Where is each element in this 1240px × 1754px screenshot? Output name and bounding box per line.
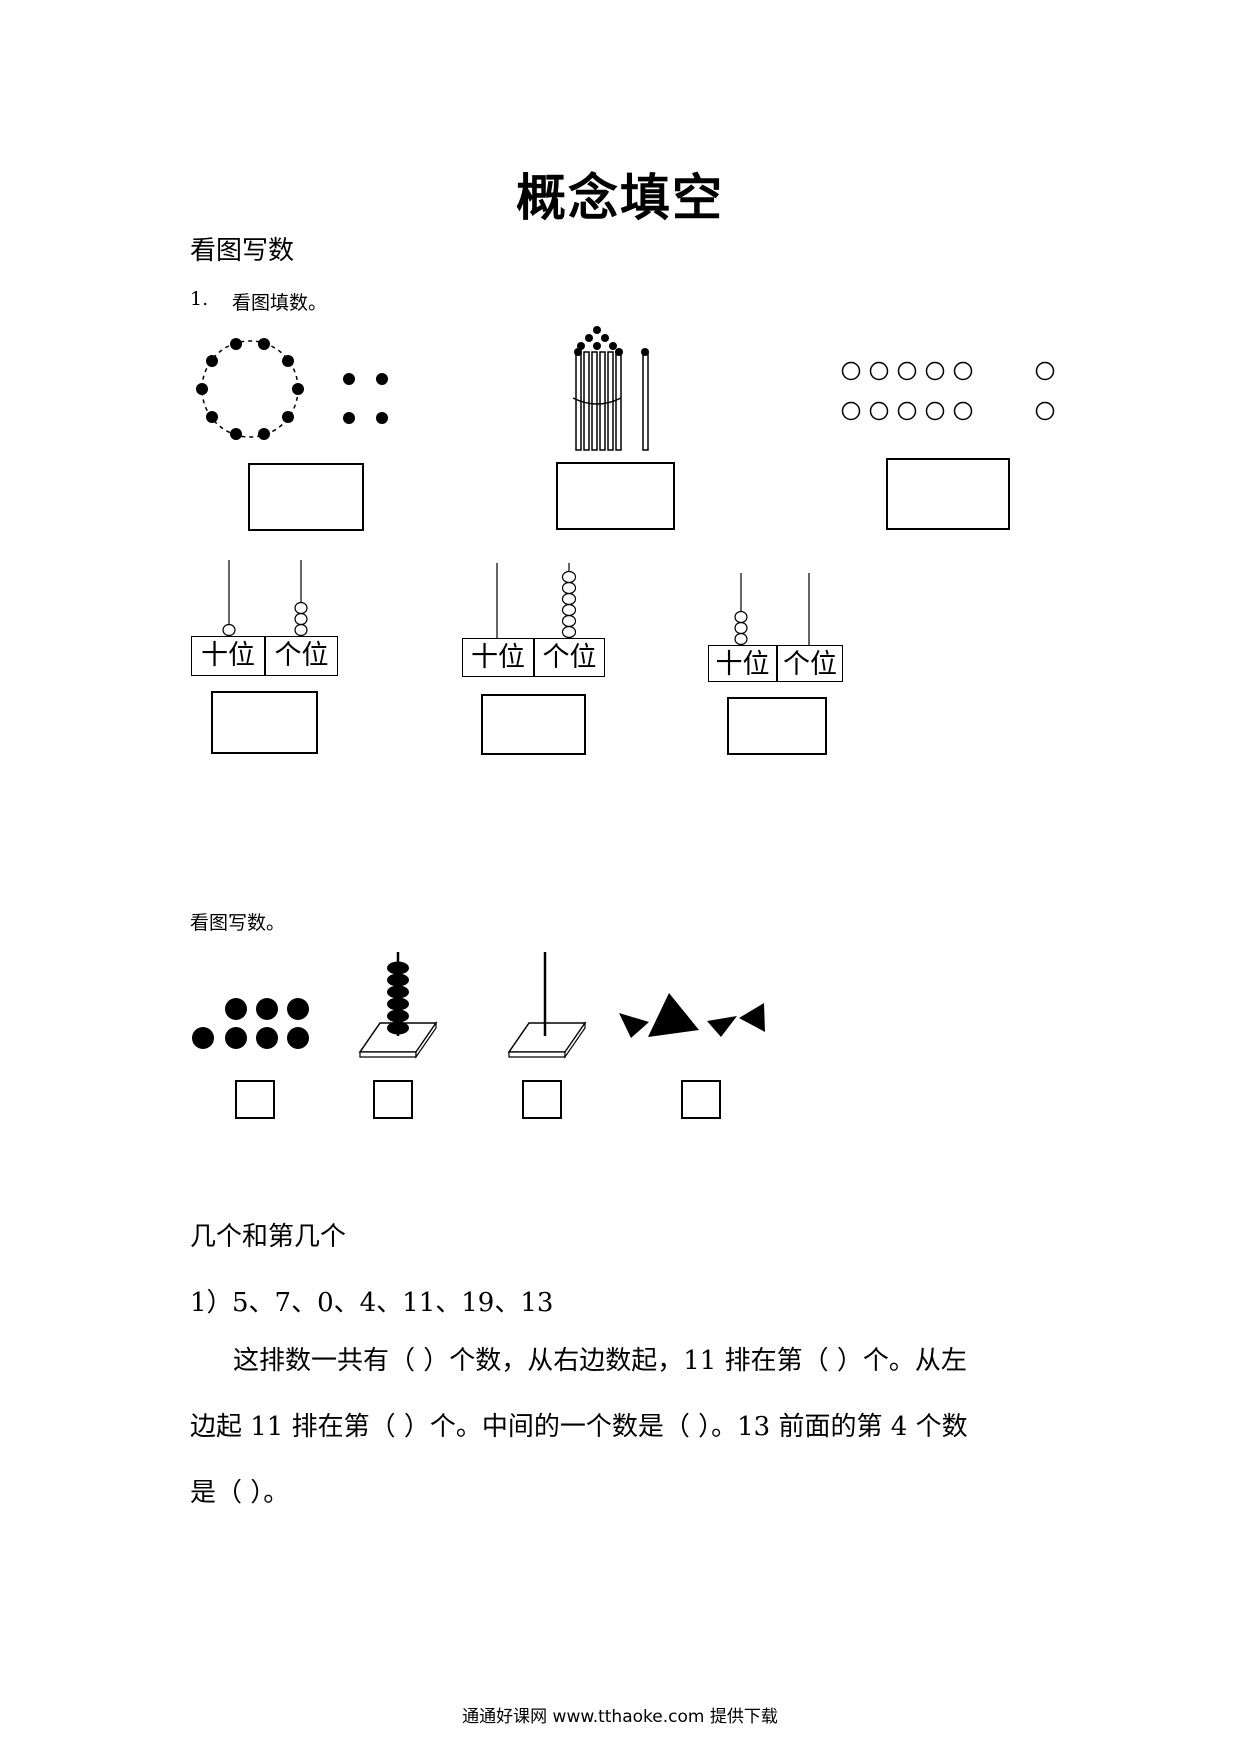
answer-box-abacus-3[interactable] [727, 697, 827, 755]
figure-four-dots [343, 373, 388, 424]
abacus-2-tens-label: 十位 [462, 638, 534, 677]
abacus-2-ones-label: 个位 [534, 638, 605, 677]
answer-box-sticks[interactable] [556, 462, 675, 530]
section-heading-ordinal: 几个和第几个 [190, 1222, 347, 1252]
paragraph-line-2: 边起 11 排在第（ ）个。中间的一个数是（ ）。13 前面的第 4 个数 [190, 1412, 968, 1442]
question-text: 看图填数。 [232, 292, 328, 314]
page-footer: 通通好课网 www.tthaoke.com 提供下载 [462, 1707, 778, 1727]
number-sequence: 5、7、0、4、11、19、13 [232, 1288, 554, 1318]
abacus-stand-with-beads [358, 952, 438, 1059]
figure-stick-heads [574, 326, 649, 356]
figure-triangles [619, 993, 765, 1038]
figure-open-circles [841, 361, 1055, 421]
abacus-3-tens-label: 十位 [708, 645, 777, 682]
question-number: 1. [190, 288, 209, 310]
answer-box-abacus-2[interactable] [481, 694, 586, 755]
page-title: 概念填空 [516, 169, 724, 227]
answer-box-beads[interactable] [373, 1080, 413, 1119]
answer-box-empty-stand[interactable] [522, 1080, 562, 1119]
paragraph-line-3: 是（ ）。 [190, 1478, 290, 1508]
abacus-1-ones-label: 个位 [265, 636, 338, 676]
abacus-3-ones-label: 个位 [777, 645, 843, 682]
section-heading-read-and-write: 看图写数 [190, 236, 295, 266]
answer-box-abacus-1[interactable] [211, 691, 318, 754]
abacus-stand-empty [507, 952, 587, 1059]
paragraph-line-1: 这排数一共有（ ）个数，从右边数起，11 排在第（ ）个。从左 [233, 1346, 967, 1376]
section-heading-write-number: 看图写数。 [190, 912, 286, 934]
answer-box-ring-dots[interactable] [248, 463, 364, 531]
abacus-3 [734, 573, 810, 646]
answer-box-seven-dots[interactable] [235, 1080, 275, 1119]
figure-ring-of-dots [196, 338, 304, 440]
question-number-1: 1） [190, 1288, 233, 1318]
figure-seven-dots [192, 998, 309, 1049]
abacus-2 [496, 563, 577, 639]
figure-stick-bundle [572, 351, 649, 451]
abacus-1 [222, 560, 308, 637]
answer-box-triangles[interactable] [681, 1080, 721, 1119]
answer-box-open-circles[interactable] [886, 458, 1010, 530]
abacus-1-tens-label: 十位 [191, 636, 265, 676]
